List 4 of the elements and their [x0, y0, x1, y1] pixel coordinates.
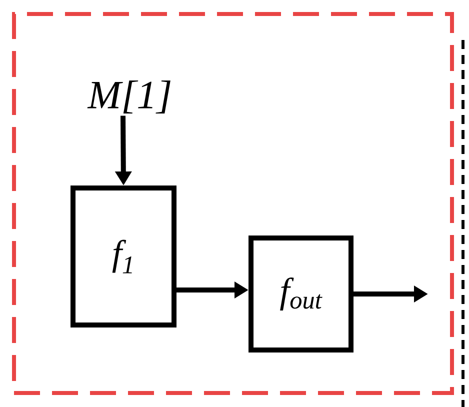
- dashed-frame: [12, 12, 454, 395]
- input-label: M[1]: [87, 80, 170, 114]
- function-box: f$_{out}$: [248, 236, 354, 352]
- function-box: f$_{1}$: [70, 186, 176, 328]
